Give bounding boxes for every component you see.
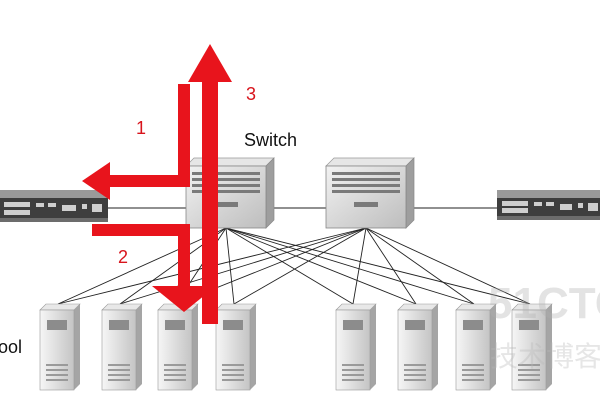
server-icon: [397, 303, 439, 391]
pool-label: ool: [0, 337, 22, 357]
server-icon: [215, 303, 257, 391]
arrow-3-label: 3: [246, 84, 256, 104]
arrow-2-label: 2: [118, 247, 128, 267]
arrow-1-label: 1: [136, 118, 146, 138]
switch-label: Switch: [244, 130, 297, 150]
router-icon: [497, 190, 600, 220]
server-icon: [455, 303, 497, 391]
server-icon: [157, 303, 199, 391]
server-icon: [39, 303, 81, 391]
server-icon: [101, 303, 143, 391]
arrow-1: [82, 84, 190, 200]
switch-icon: [325, 157, 415, 229]
arrow-2: [92, 224, 216, 312]
server-icon: [511, 303, 553, 391]
watermark-text-cn: 技术博客: [490, 341, 600, 372]
server-links: [57, 227, 531, 305]
router-icon: [0, 190, 108, 222]
arrow-3: [188, 44, 232, 324]
watermark: 51CTO 技术博客: [488, 279, 600, 372]
server-icon: [335, 303, 377, 391]
watermark-text: 51CTO: [488, 279, 600, 328]
switch-icon: [185, 157, 275, 229]
